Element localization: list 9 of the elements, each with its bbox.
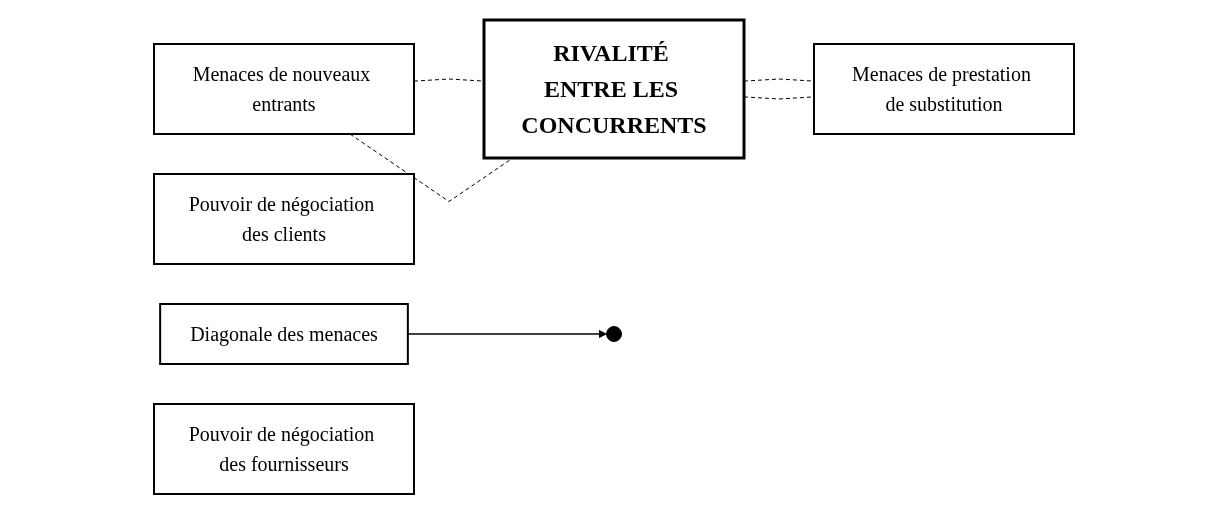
- connector: [413, 78, 484, 82]
- node-box: Pouvoir de négociation des clients: [152, 173, 415, 265]
- connector: [743, 78, 814, 82]
- node-box: Diagonale des menaces: [158, 303, 409, 365]
- node-box: Menaces de nouveaux entrants: [152, 43, 415, 135]
- node-box: Pouvoir de négociation des fournisseurs: [152, 403, 415, 495]
- connector: [743, 96, 814, 100]
- node-box: Menaces de prestation de substitution: [812, 43, 1075, 135]
- node-box: RIVALITÉ ENTRE LES CONCURRENTS: [482, 18, 745, 160]
